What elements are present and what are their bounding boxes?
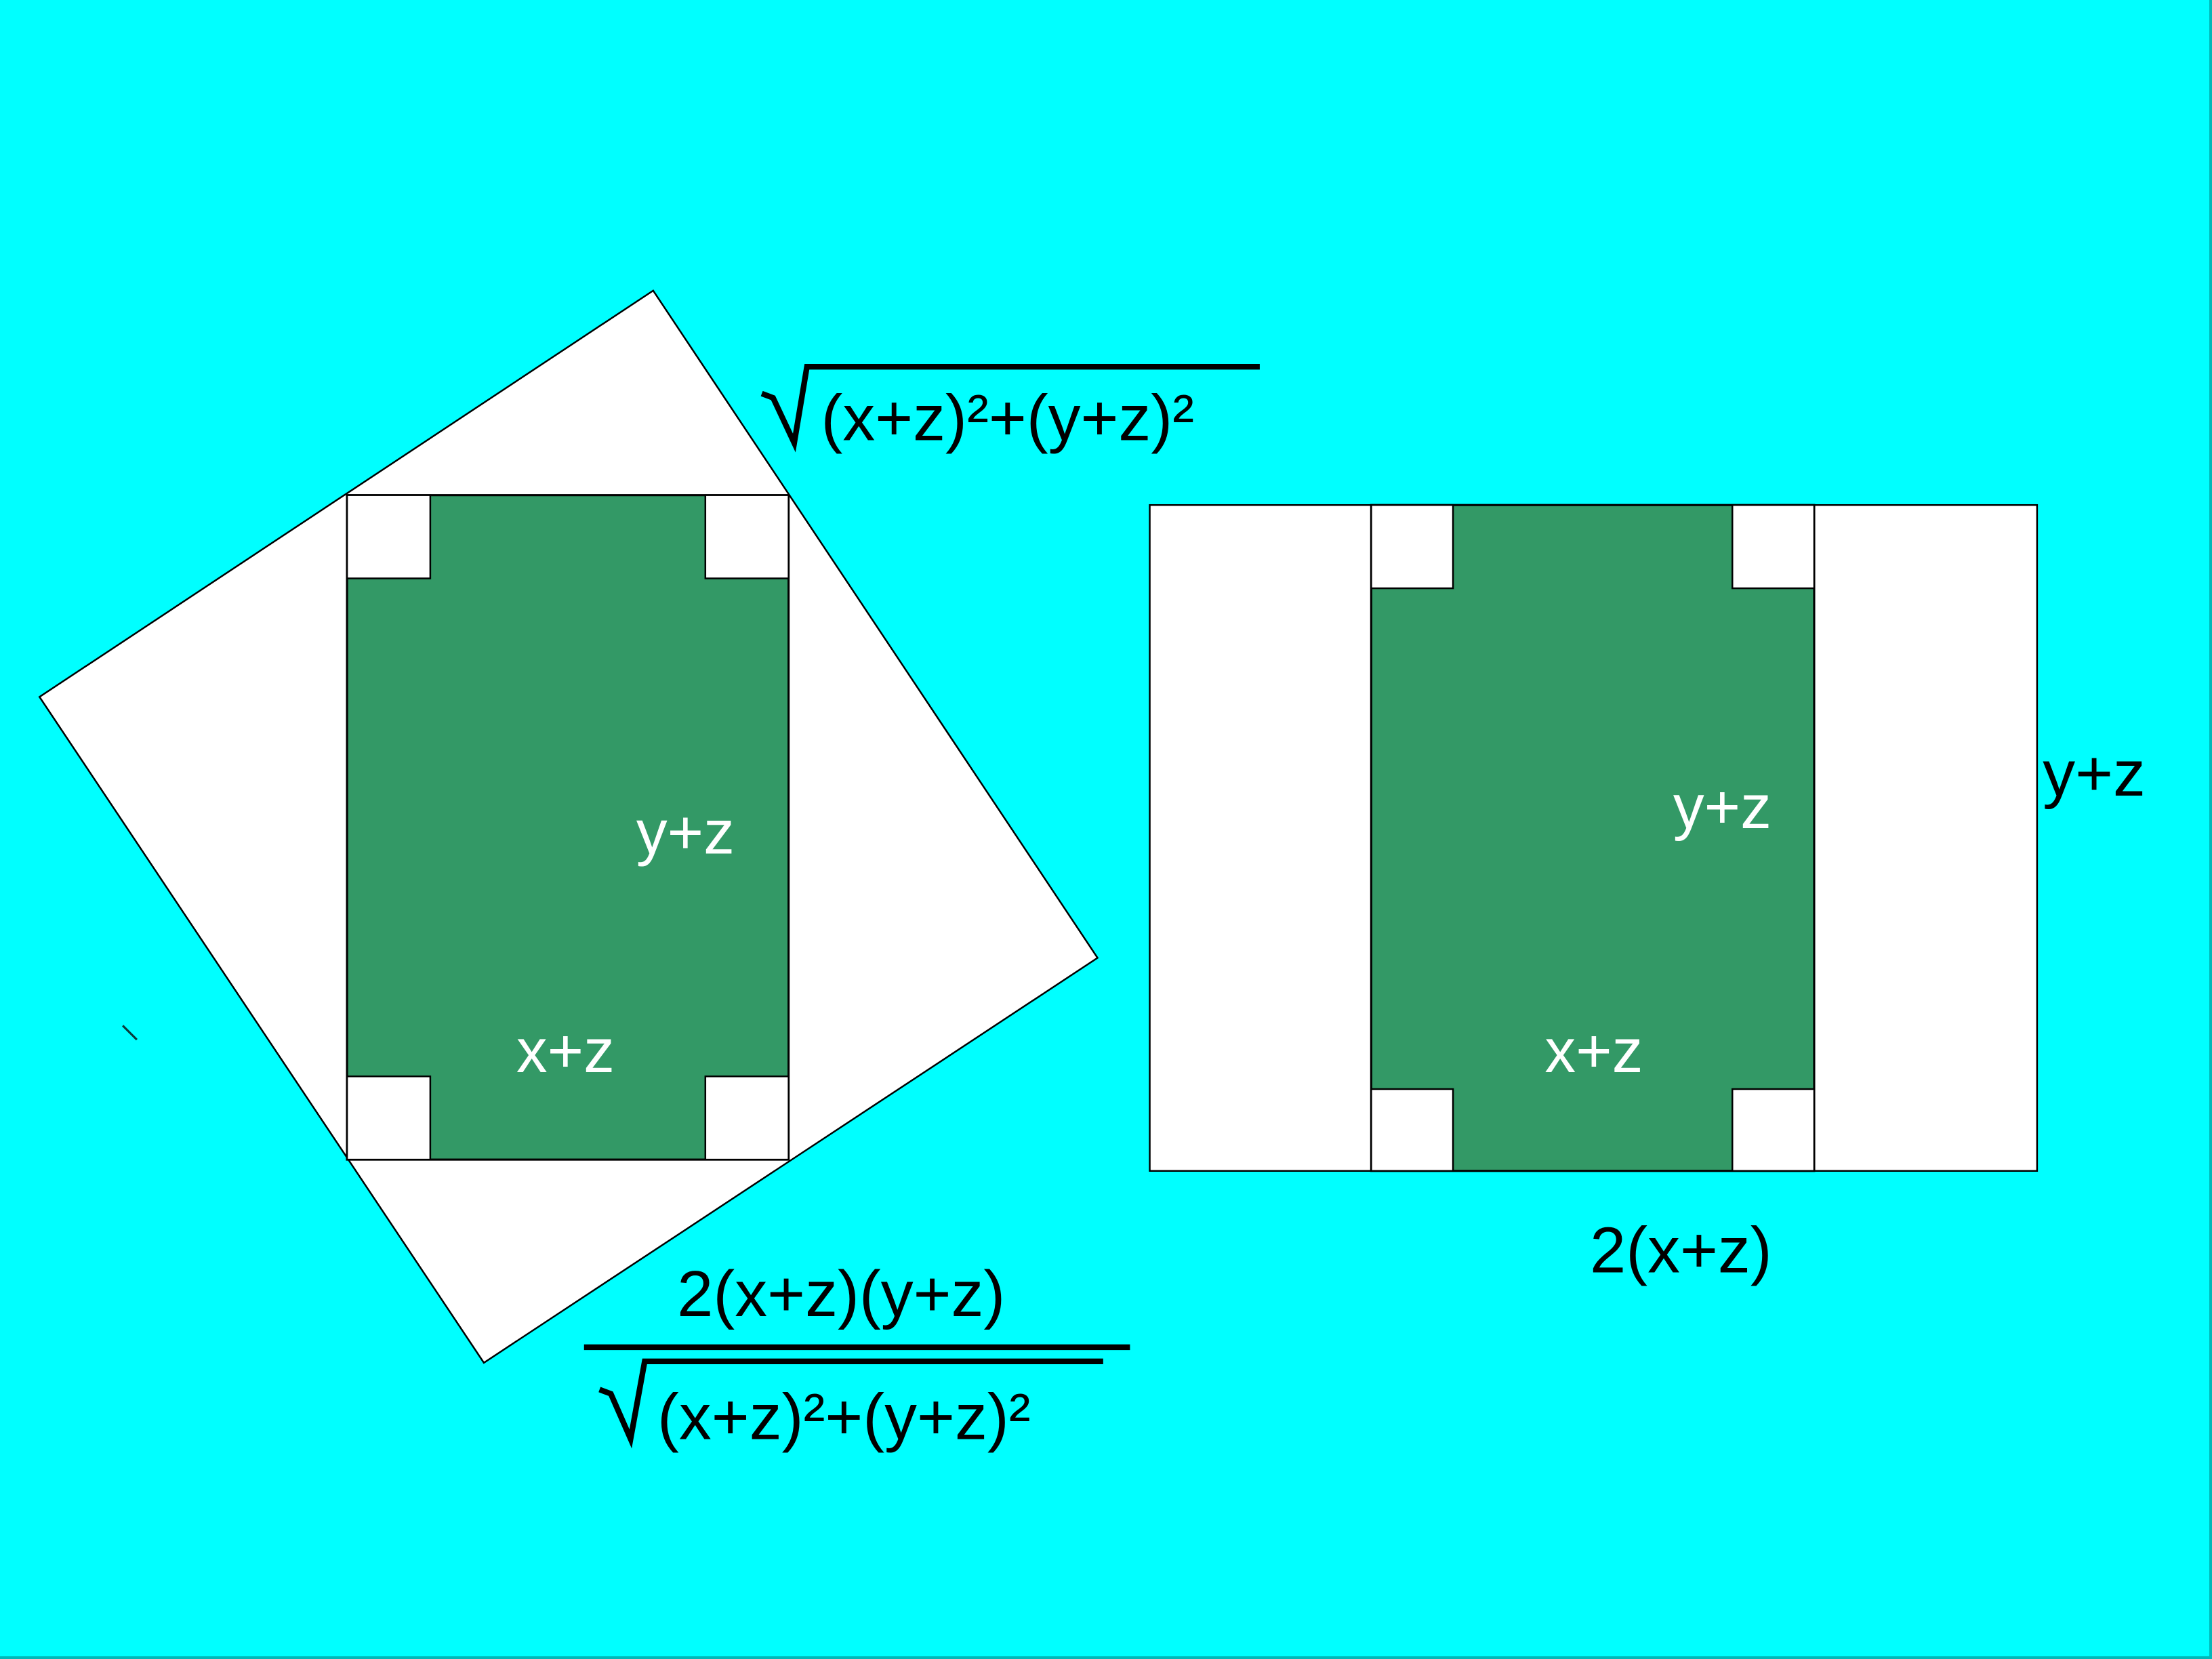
frame-edge-bottom [0,1656,2212,1659]
right-inner-height-label: y+z [1673,773,1771,842]
left-inner-height-label: y+z [636,798,735,867]
corner-square-tr [1731,504,1816,590]
corner-square-tl [1370,504,1454,590]
right-inner-width-label: x+z [1544,1017,1643,1086]
left-inner-width-label: x+z [516,1017,615,1086]
sqrt-radical-icon [760,364,1260,453]
corner-square-tl [346,494,432,579]
hypotenuse-label-text: (x+z)²+(y+z)² [821,382,1195,454]
inner-green-rect [1370,504,1816,1172]
corner-square-bl [1370,1088,1454,1172]
sqrt-radical-icon [598,1358,1103,1449]
corner-square-br [704,1076,790,1161]
right-bottom-label: 2(x+z) [1590,1214,1772,1287]
right-side-label: y+z [2043,737,2146,810]
hypotenuse-sqrt-label: (x+z)²+(y+z)² [760,364,1260,454]
corner-square-bl [346,1076,432,1161]
fraction-numerator: 2(x+z)(y+z) [677,1258,1005,1330]
height-fraction-label: 2(x+z)(y+z) (x+z)²+(y+z)² [583,1258,1130,1453]
left-figure: y+z x+z (x+z)²+(y+z)² 2(x+z)(y+z) (x+z)²… [38,289,1260,1453]
right-figure: y+z x+z y+z 2(x+z) [1149,504,2146,1287]
fraction-denominator: (x+z)²+(y+z)² [657,1380,1031,1453]
stray-mark [121,1025,138,1041]
frame-edge-right [2209,0,2212,1659]
corner-square-tr [704,494,790,579]
inner-green-rect [346,494,790,1161]
corner-square-br [1731,1088,1816,1172]
